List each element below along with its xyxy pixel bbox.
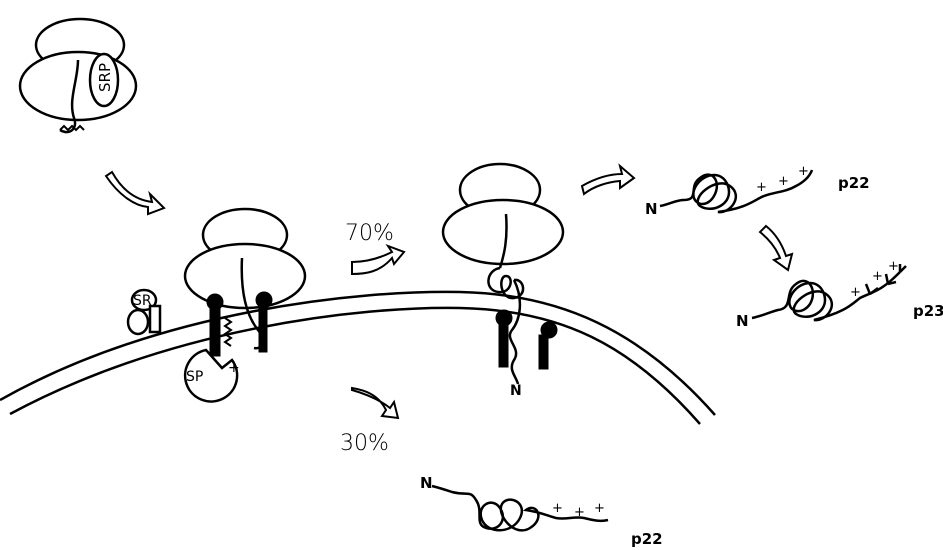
ribosome-srp-complex [18, 17, 138, 134]
srp-label: SRP [96, 63, 114, 92]
charge-top-2: + [778, 174, 789, 189]
percent-70-label: 70% [345, 221, 394, 246]
arrow-srp-to-membrane [104, 170, 166, 216]
arrow-30-percent [351, 386, 400, 420]
folding-domain-membrane [487, 266, 525, 385]
membrane-inner-leaflet [9, 306, 701, 425]
sp-cleavage-charge: + [228, 360, 240, 376]
glycan-branch-2 [884, 264, 907, 286]
charge-mid-1: + [850, 285, 861, 300]
er-membrane [0, 290, 716, 425]
signal-peptide-in-translocon [223, 317, 233, 347]
srp-particle [88, 52, 120, 108]
protein-p23 [751, 264, 907, 322]
charge-bottom-2: + [574, 505, 585, 520]
nascent-chain [59, 59, 80, 134]
charge-mid-3: + [888, 259, 899, 274]
p22-bottom-label: p22 [631, 530, 663, 548]
charge-bottom-1: + [552, 501, 563, 516]
protein-p22-top [659, 169, 814, 214]
signal-sequence-squiggle [59, 124, 85, 132]
translocon2-left [495, 309, 513, 368]
glycan-branch-1 [864, 283, 879, 295]
p23-label: p23 [913, 302, 943, 320]
releasing-nascent-chain [498, 213, 508, 269]
translocon-right [255, 291, 273, 353]
signal-peptidase [183, 348, 239, 403]
membrane-outer-leaflet [0, 290, 716, 416]
n-terminus-mid-label: N [736, 312, 749, 330]
sp-label: SP [186, 369, 203, 385]
srp-receptor [126, 288, 162, 336]
arrow-to-p22-top [580, 163, 636, 196]
charge-top-1: + [756, 180, 767, 195]
percent-30-label: 30% [340, 431, 389, 456]
charge-bottom-3: + [594, 501, 605, 516]
p22-top-label: p22 [838, 174, 870, 192]
translocon-left [206, 293, 224, 357]
charge-mid-2: + [872, 269, 883, 284]
n-terminus-top-label: N [645, 200, 658, 218]
docked-ribosome [183, 207, 307, 350]
arrow-p22-to-p23 [758, 224, 794, 272]
translocon2-right [538, 321, 558, 370]
docked-ribosome-large-subunit [183, 242, 307, 310]
arrow-70-percent [351, 243, 406, 276]
n-terminus-membrane-label: N [510, 383, 522, 399]
releasing-ribosome [441, 162, 565, 269]
protein-p22-bottom [431, 484, 609, 532]
n-terminus-bottom-label: N [420, 474, 433, 492]
charge-top-3: + [798, 164, 809, 179]
releasing-ribosome-large-subunit [441, 198, 565, 266]
sr-label: SR [133, 293, 152, 309]
